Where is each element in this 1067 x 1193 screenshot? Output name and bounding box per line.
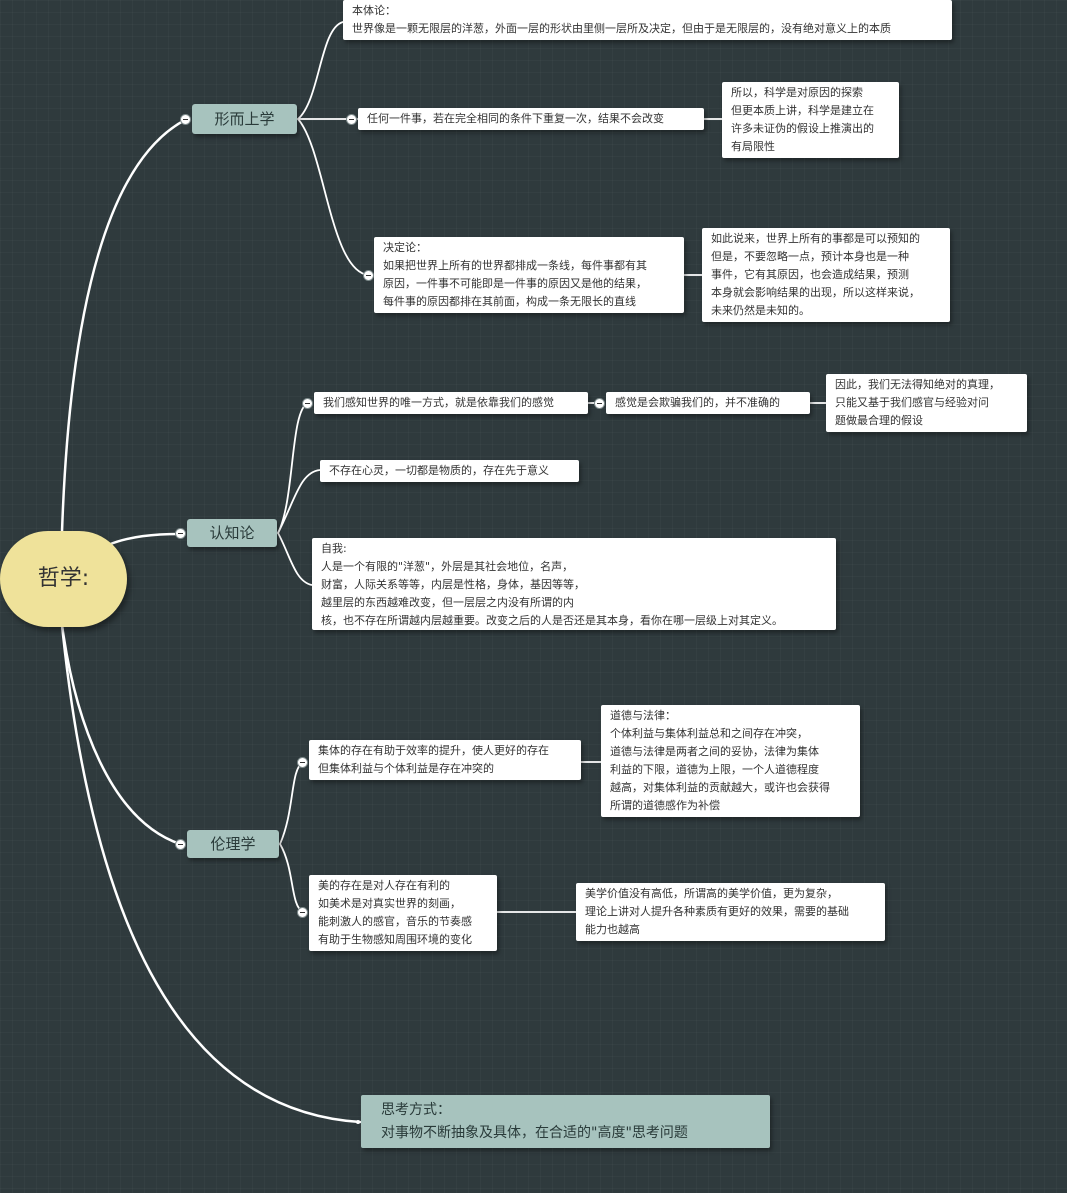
collapse-toggle-metaphysics[interactable] xyxy=(180,114,191,125)
collapse-toggle-ethics[interactable] xyxy=(175,839,186,850)
connector-dot-thinking xyxy=(356,1120,360,1124)
note-deceive[interactable]: 感觉是会欺骗我们的，并不准确的 xyxy=(606,392,810,414)
note-collective[interactable]: 集体的存在有助于效率的提升，使人更好的存在 但集体利益与个体利益是存在冲突的 xyxy=(309,740,581,780)
collapse-toggle-senses[interactable] xyxy=(302,398,313,409)
note-repeat[interactable]: 任何一件事，若在完全相同的条件下重复一次，结果不会改变 xyxy=(358,108,704,130)
branch-epistemology[interactable]: 认知论 xyxy=(187,519,277,547)
note-ontology[interactable]: 本体论： 世界像是一颗无限层的洋葱，外面一层的形状由里侧一层所及决定，但由于是无… xyxy=(343,0,952,40)
collapse-toggle-epistemology[interactable] xyxy=(175,528,186,539)
note-beauty-detail[interactable]: 美学价值没有高低，所谓高的美学价值，更为复杂， 理论上讲对人提升各种素质有更好的… xyxy=(576,883,885,941)
collapse-toggle-deceive[interactable] xyxy=(594,398,605,409)
collapse-toggle-collective[interactable] xyxy=(297,757,308,768)
note-beauty[interactable]: 美的存在是对人存在有利的 如美术是对真实世界的刻画， 能刺激人的感官，音乐的节奏… xyxy=(309,875,497,951)
collapse-toggle-beauty[interactable] xyxy=(297,907,308,918)
collapse-toggle-repeat[interactable] xyxy=(346,114,357,125)
branch-thinking[interactable]: 思考方式： 对事物不断抽象及具体，在合适的"高度"思考问题 xyxy=(361,1095,770,1148)
root-node[interactable]: 哲学: xyxy=(0,531,127,627)
note-senses[interactable]: 我们感知世界的唯一方式，就是依靠我们的感觉 xyxy=(314,392,588,414)
note-deceive-detail[interactable]: 因此，我们无法得知绝对的真理， 只能又基于我们感官与经验对问 题做最合理的假设 xyxy=(826,374,1027,432)
note-repeat-detail[interactable]: 所以，科学是对原因的探索 但更本质上讲，科学是建立在 许多未证伪的假设上推演出的… xyxy=(722,82,899,158)
note-matter[interactable]: 不存在心灵，一切都是物质的，存在先于意义 xyxy=(320,460,579,482)
note-collective-detail[interactable]: 道德与法律： 个体利益与集体利益总和之间存在冲突， 道德与法律是两者之间的妥协，… xyxy=(601,705,860,817)
branch-ethics[interactable]: 伦理学 xyxy=(187,830,279,858)
collapse-toggle-determinism[interactable] xyxy=(363,270,374,281)
note-determinism-detail[interactable]: 如此说来，世界上所有的事都是可以预知的 但是，不要忽略一点，预计本身也是一种 事… xyxy=(702,228,950,322)
branch-metaphysics[interactable]: 形而上学 xyxy=(192,104,297,134)
note-self[interactable]: 自我: 人是一个有限的"洋葱"，外层是其社会地位，名声， 财富，人际关系等等，内… xyxy=(312,538,836,630)
note-determinism[interactable]: 决定论： 如果把世界上所有的世界都排成一条线，每件事都有其 原因，一件事不可能即… xyxy=(374,237,684,313)
